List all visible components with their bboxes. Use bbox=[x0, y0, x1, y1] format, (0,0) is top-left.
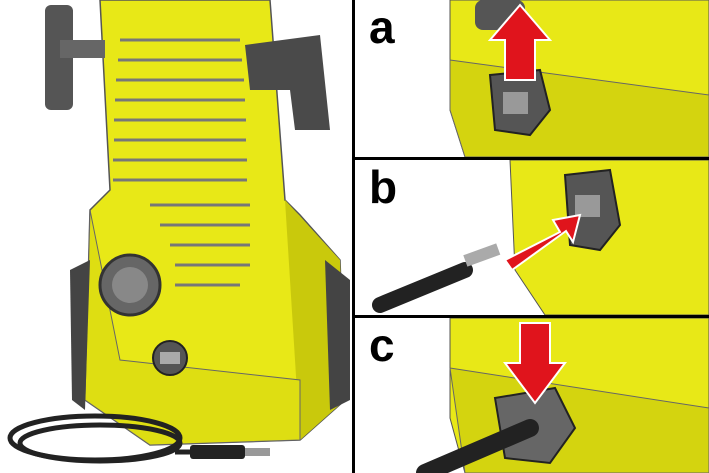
divider bbox=[352, 0, 355, 473]
divider bbox=[352, 157, 709, 160]
pressure-washer-overview bbox=[0, 0, 352, 473]
gun-holder bbox=[45, 5, 330, 130]
divider bbox=[352, 315, 709, 318]
step-label: b bbox=[369, 161, 398, 213]
vent-grille bbox=[113, 38, 250, 287]
step-a-panel: a bbox=[355, 0, 709, 157]
arrow-up-icon bbox=[487, 3, 553, 81]
step-label: c bbox=[369, 319, 395, 371]
arrow-down-icon bbox=[503, 322, 567, 405]
step-label: a bbox=[369, 1, 395, 53]
wheel bbox=[70, 260, 350, 410]
arrow-insert-icon bbox=[503, 213, 582, 272]
hose-connector bbox=[190, 445, 245, 459]
trigger-gun-hose bbox=[372, 243, 501, 313]
step-b-panel: b bbox=[355, 160, 709, 315]
step-c-panel: c bbox=[355, 318, 709, 473]
pressure-washer-body bbox=[84, 0, 346, 446]
